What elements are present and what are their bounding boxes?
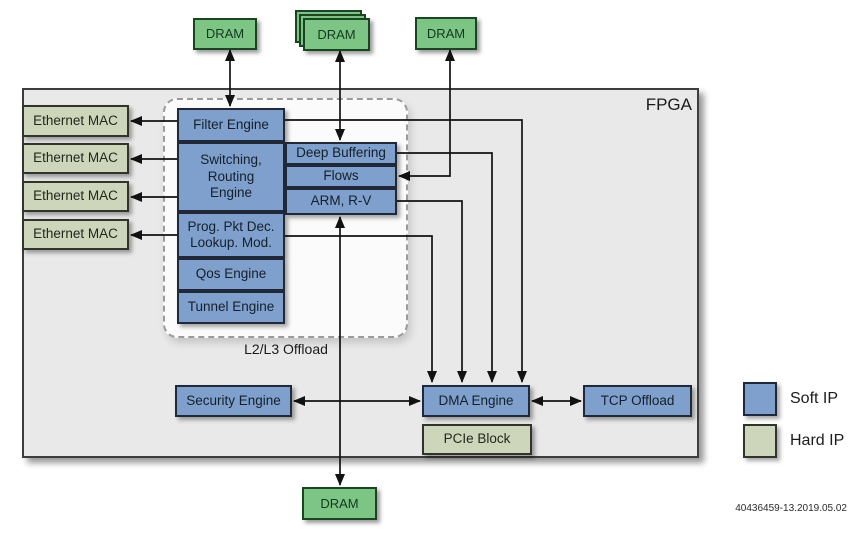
legend-hard-ip-swatch — [743, 424, 777, 458]
ethernet-mac-4: Ethernet MAC — [22, 219, 129, 250]
ethernet-mac-1: Ethernet MAC — [22, 105, 129, 137]
security-engine-block: Security Engine — [175, 385, 292, 417]
fpga-label: FPGA — [645, 95, 692, 114]
qos-engine-block: Qos Engine — [177, 258, 285, 291]
filter-engine-block: Filter Engine — [177, 108, 285, 142]
switching-routing-engine-block: Switching, Routing Engine — [177, 142, 285, 212]
dram-top-left: DRAM — [193, 18, 257, 50]
dram-top-middle: DRAM — [303, 18, 370, 51]
legend-hard-ip-label: Hard IP — [790, 432, 845, 449]
dma-engine-block: DMA Engine — [422, 385, 530, 417]
dram-top-right: DRAM — [415, 17, 477, 50]
ethernet-mac-2: Ethernet MAC — [22, 143, 129, 174]
prog-pkt-dec-block: Prog. Pkt Dec. Lookup. Mod. — [177, 212, 285, 258]
arm-rv-block: ARM, R-V — [285, 188, 397, 215]
legend-soft-ip-label: Soft IP — [790, 390, 839, 407]
dram-top-middle-stack: DRAM — [295, 10, 373, 54]
tunnel-engine-block: Tunnel Engine — [177, 291, 285, 324]
legend-soft-ip-swatch — [743, 382, 777, 416]
tcp-offload-block: TCP Offload — [583, 385, 692, 417]
pcie-block: PCIe Block — [422, 424, 532, 455]
deep-buffering-block: Deep Buffering — [285, 142, 397, 165]
prog-pkt-dec-label: Prog. Pkt Dec. Lookup. Mod. — [187, 218, 275, 250]
document-number: 40436459-13.2019.05.02 — [735, 503, 847, 514]
l2l3-offload-label: L2/L3 Offload — [244, 341, 328, 357]
switching-routing-engine-label: Switching, Routing Engine — [200, 152, 262, 201]
flows-block: Flows — [285, 165, 397, 188]
ethernet-mac-3: Ethernet MAC — [22, 181, 129, 212]
dram-bottom: DRAM — [302, 487, 377, 520]
